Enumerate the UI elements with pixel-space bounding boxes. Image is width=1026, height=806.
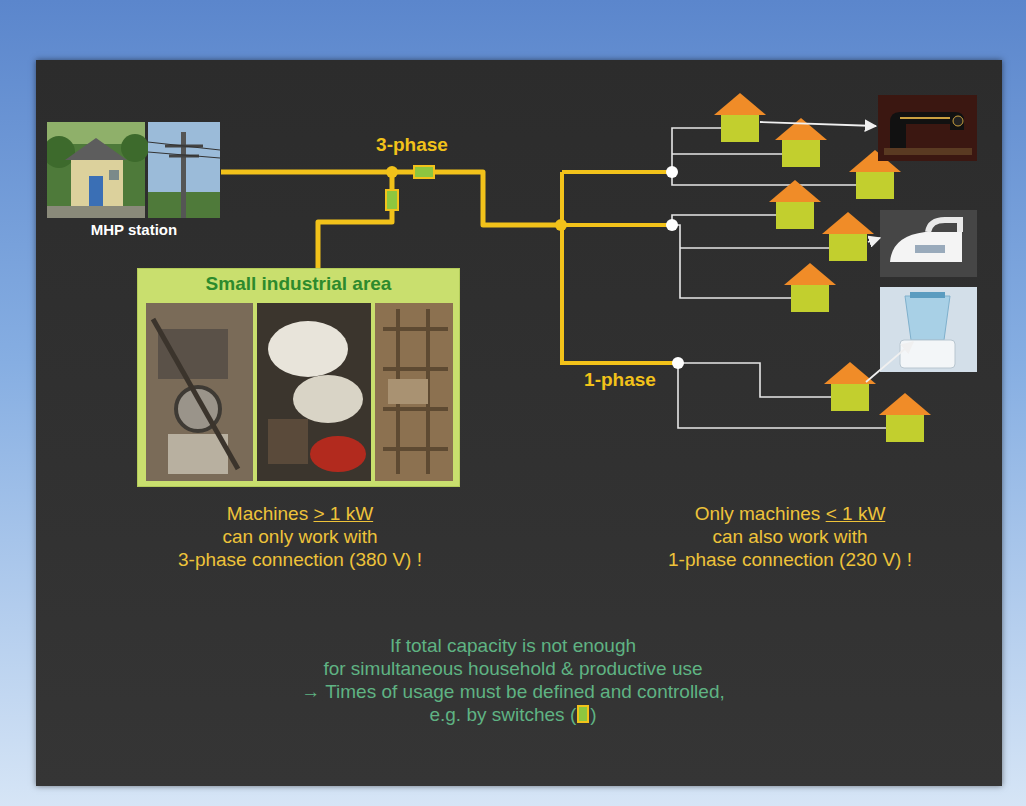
station-photos: [47, 122, 221, 218]
label-text: Only machines: [695, 503, 821, 524]
blender-photo: [880, 287, 977, 372]
label-text: If total capacity is not enough: [390, 635, 636, 656]
bottom-note: for simultaneous household & productive …: [213, 658, 813, 680]
node-text: MHP station: [91, 221, 177, 238]
industrial-photos: [138, 269, 461, 488]
bottom-note: If total capacity is not enough: [213, 635, 813, 657]
three-phase-line: [392, 172, 562, 225]
one-phase-line: [562, 172, 678, 365]
bottom-note: → Times of usage must be defined and con…: [213, 681, 813, 703]
label-text: 1-phase: [584, 369, 656, 390]
bottom-note: e.g. by switches (): [213, 704, 813, 726]
station-node: MHP station: [47, 122, 221, 242]
sewing-machine-photo: [878, 95, 977, 161]
note-text: Machines> 1 kW: [0, 503, 600, 525]
label-text: for simultaneous household & productive …: [323, 658, 702, 679]
leader-arrow: [760, 122, 876, 126]
household-wires: [672, 128, 886, 428]
label-text: < 1 kW: [826, 503, 886, 524]
industrial-area-box: Small industrial area: [137, 268, 460, 487]
leader-arrow: [868, 238, 880, 242]
station-label: MHP station: [47, 221, 221, 239]
switch-symbol: [414, 166, 434, 178]
label-text: > 1 kW: [313, 503, 373, 524]
label-text: Machines: [227, 503, 308, 524]
junction-dot: [555, 219, 567, 231]
label-text: can also work with: [712, 526, 867, 547]
label-text: 3-phase: [376, 134, 448, 155]
junction-dot: [666, 166, 678, 178]
phase-label: 3-phase: [112, 134, 712, 156]
note-text: 3-phase connection (380 V) !: [0, 549, 600, 571]
iron-photo: [880, 210, 977, 277]
switch-symbol: [386, 190, 398, 210]
power-line: [221, 172, 392, 268]
junction-dot: [666, 219, 678, 231]
note-text: can also work with: [490, 526, 1026, 548]
note-text: Only machines< 1 kW: [490, 503, 1026, 525]
note-text: 1-phase connection (230 V) !: [490, 549, 1026, 571]
switch-icon: [577, 705, 589, 723]
note-text: can only work with: [0, 526, 600, 548]
leader-arrow: [866, 342, 913, 382]
junction-dot: [386, 166, 398, 178]
label-text: ): [590, 704, 596, 725]
phase-label: 1-phase: [320, 369, 920, 391]
label-text: 3-phase connection (380 V) !: [178, 549, 422, 570]
label-text: 1-phase connection (230 V) !: [668, 549, 912, 570]
node-text: Small industrial area: [206, 273, 392, 294]
label-text: e.g. by switches (: [429, 704, 576, 725]
label-text: → Times of usage must be defined and con…: [301, 681, 725, 702]
label-text: can only work with: [222, 526, 377, 547]
area-title: Small industrial area: [138, 269, 459, 295]
junction-dot: [672, 357, 684, 369]
